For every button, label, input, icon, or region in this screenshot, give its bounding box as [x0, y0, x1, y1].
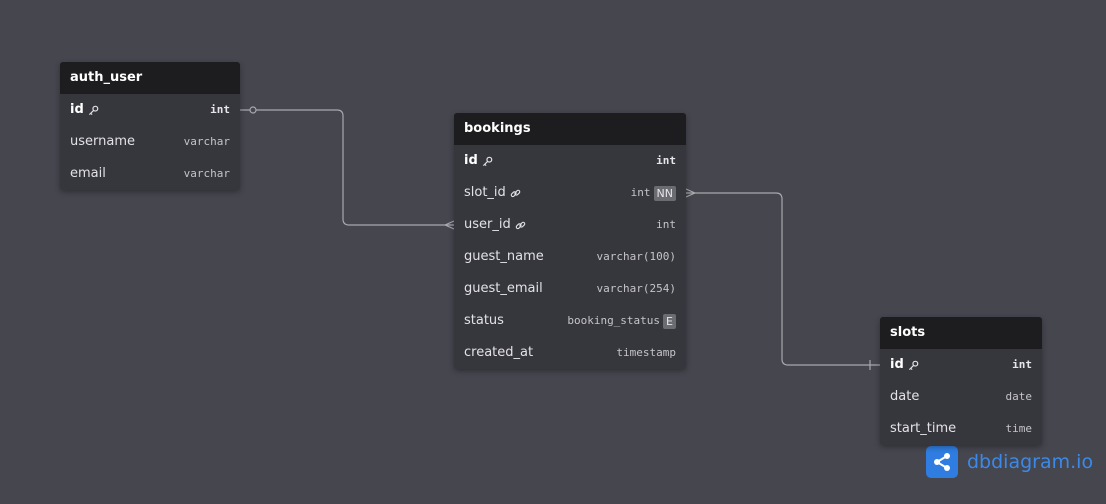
field-type-text: timestamp	[616, 346, 676, 359]
zero-or-one-marker	[249, 106, 257, 114]
field-name: start_time	[890, 413, 956, 445]
relationship-slot[interactable]	[686, 192, 880, 366]
share-icon	[926, 446, 958, 478]
field-name: id	[70, 94, 99, 126]
field-type-text: booking_status	[567, 314, 661, 327]
field-name-text: guest_name	[464, 249, 544, 264]
field-name-text: user_id	[464, 217, 511, 232]
field-name-text: date	[890, 389, 920, 404]
field-row[interactable]: user_id int	[454, 209, 686, 241]
field-name-text: id	[890, 357, 904, 372]
field-type-text: date	[1005, 390, 1033, 403]
field-name: id	[464, 145, 493, 177]
field-type: timestamp	[616, 337, 676, 369]
crows-foot-marker	[685, 192, 696, 198]
field-type: int	[1012, 349, 1032, 381]
field-type: varchar	[184, 158, 230, 190]
field-type-text: varchar	[183, 167, 230, 180]
field-type-text: int	[1012, 358, 1032, 371]
field-type-text: int	[656, 218, 676, 231]
brand-name: dbdiagram.io	[967, 451, 1094, 473]
field-type: int	[210, 94, 230, 126]
field-type: varchar(100)	[597, 241, 676, 273]
field-name-text: slot_id	[464, 185, 506, 200]
field-row[interactable]: email varchar	[60, 158, 240, 190]
field-type: varchar	[184, 126, 230, 158]
field-type-text: time	[1005, 422, 1033, 435]
relationship-user[interactable]	[240, 109, 454, 226]
field-name: date	[890, 381, 919, 413]
key-icon	[88, 105, 99, 116]
field-name: created_at	[464, 337, 533, 369]
field-type: varchar(254)	[597, 273, 676, 305]
field-name: guest_name	[464, 241, 544, 273]
enum-badge: E	[663, 313, 676, 329]
field-row[interactable]: guest_name varchar(100)	[454, 241, 686, 273]
field-name: email	[70, 158, 106, 190]
field-name: guest_email	[464, 273, 543, 305]
link-icon	[515, 220, 526, 231]
field-name-text: status	[464, 313, 504, 328]
field-row[interactable]: start_time time	[880, 413, 1042, 445]
field-name-text: id	[464, 153, 478, 168]
table-header[interactable]: auth_user	[60, 62, 240, 94]
field-row[interactable]: id int	[454, 145, 686, 177]
key-icon	[908, 360, 919, 371]
field-row[interactable]: created_at timestamp	[454, 337, 686, 369]
field-type-text: varchar(254)	[596, 282, 676, 295]
crows-foot-marker	[444, 224, 455, 230]
not-null-badge: NN	[653, 185, 676, 201]
field-name: id	[890, 349, 919, 381]
table-header[interactable]: slots	[880, 317, 1042, 349]
field-type-text: int	[656, 154, 676, 167]
field-name-text: username	[70, 134, 135, 149]
field-type-text: varchar(100)	[596, 250, 676, 263]
field-row[interactable]: id int	[60, 94, 240, 126]
field-row[interactable]: id int	[880, 349, 1042, 381]
field-row[interactable]: date date	[880, 381, 1042, 413]
table-header[interactable]: bookings	[454, 113, 686, 145]
field-name-text: id	[70, 102, 84, 117]
field-name-text: email	[70, 166, 106, 181]
brand-watermark[interactable]: dbdiagram.io	[926, 446, 1093, 478]
crows-foot-marker	[444, 220, 455, 226]
crows-foot-marker	[685, 188, 696, 194]
field-type: time	[1006, 413, 1033, 445]
field-name-text: start_time	[890, 421, 957, 436]
field-type-text: varchar	[183, 135, 230, 148]
field-name-text: created_at	[464, 345, 534, 360]
field-name: status	[464, 305, 504, 337]
field-type: int	[656, 209, 676, 241]
field-row[interactable]: guest_email varchar(254)	[454, 273, 686, 305]
field-type: date	[1006, 381, 1033, 413]
field-type-text: int	[210, 103, 230, 116]
field-name: username	[70, 126, 135, 158]
link-icon	[510, 188, 521, 199]
field-row[interactable]: username varchar	[60, 126, 240, 158]
key-icon	[482, 156, 493, 167]
field-type-text: int	[630, 186, 651, 199]
field-name-text: guest_email	[464, 281, 543, 296]
field-name: slot_id	[464, 177, 521, 209]
field-type: int	[656, 145, 676, 177]
field-name: user_id	[464, 209, 526, 241]
table-slots[interactable]: slots id int date date start_time time	[880, 317, 1042, 445]
